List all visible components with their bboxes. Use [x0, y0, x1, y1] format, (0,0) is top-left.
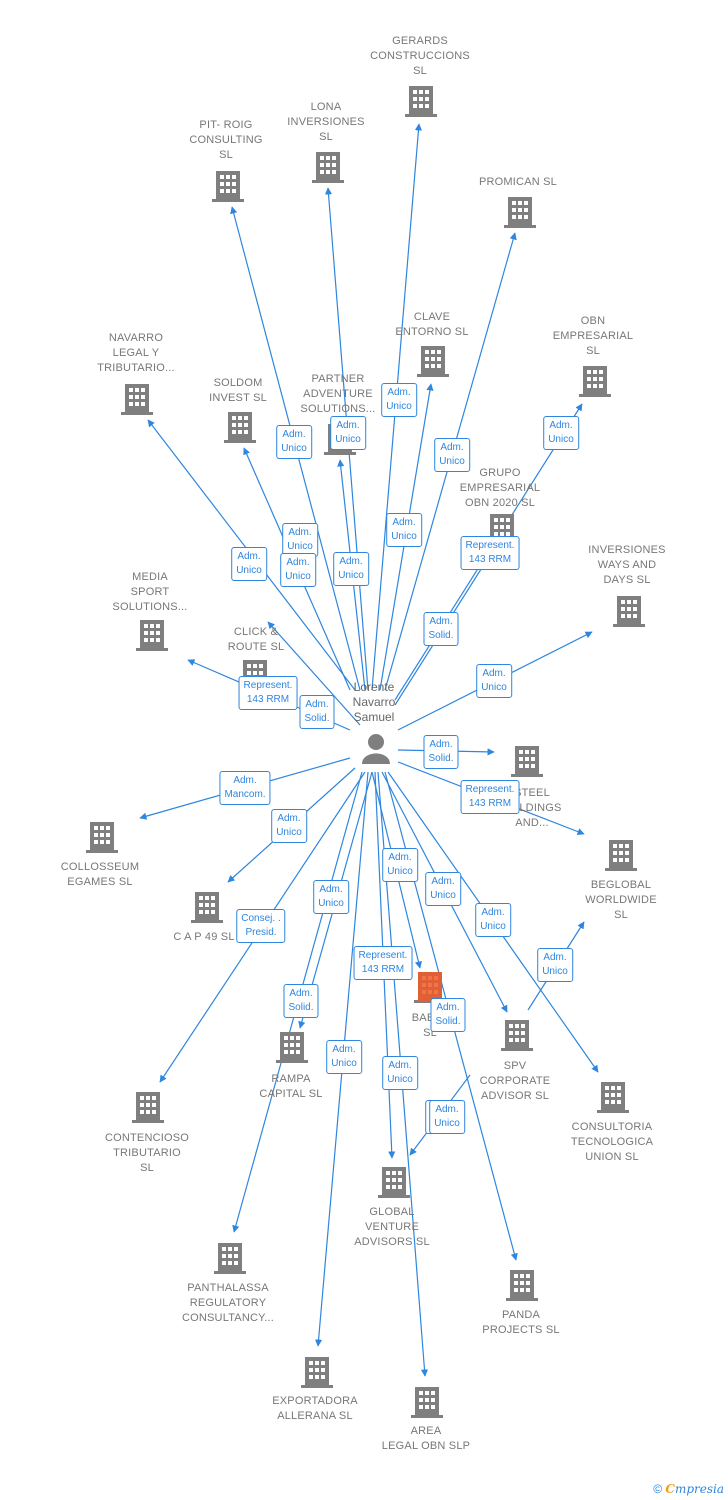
- company-label-gerards[interactable]: GERARDS CONSTRUCCIONS SL: [370, 35, 470, 77]
- role-badge[interactable]: Adm. Mancom.: [219, 771, 271, 805]
- role-badge[interactable]: Adm. Unico: [282, 523, 318, 557]
- company-label-lona[interactable]: LONA INVERSIONES SL: [287, 101, 365, 143]
- company-label-consultoria[interactable]: CONSULTORIA TECNOLOGICA UNION SL: [570, 1121, 654, 1163]
- role-badge[interactable]: Adm. Unico: [381, 383, 417, 417]
- company-label-obnemp[interactable]: OBN EMPRESARIAL SL: [552, 315, 634, 357]
- company-label-rampa[interactable]: RAMPA CAPITAL SL: [259, 1073, 323, 1100]
- person-icon: [362, 734, 390, 764]
- company-label-promican[interactable]: PROMICAN SL: [479, 176, 557, 188]
- footer-brand: © Cmpresia: [653, 1482, 724, 1496]
- copyright-icon: ©: [653, 1482, 663, 1496]
- building-icon[interactable]: [411, 1387, 443, 1418]
- company-label-exportadora[interactable]: EXPORTADORA ALLERANA SL: [272, 1395, 358, 1422]
- role-badge[interactable]: Adm. Unico: [333, 552, 369, 586]
- building-icon[interactable]: [506, 1270, 538, 1301]
- company-label-beglobal[interactable]: BEGLOBAL WORLDWIDE SL: [585, 879, 657, 921]
- person-name[interactable]: Lorente Navarro Samuel: [352, 680, 396, 724]
- role-badge[interactable]: Adm. Solid.: [299, 695, 335, 729]
- role-badge[interactable]: Adm. Unico: [475, 903, 511, 937]
- role-badge[interactable]: Adm. Unico: [276, 425, 312, 459]
- building-icon[interactable]: [191, 892, 223, 923]
- building-icon[interactable]: [605, 840, 637, 871]
- company-label-media[interactable]: MEDIA SPORT SOLUTIONS...: [112, 571, 188, 613]
- building-icon[interactable]: [501, 1020, 533, 1051]
- company-label-cap49[interactable]: C A P 49 SL: [173, 931, 235, 943]
- building-icon[interactable]: [511, 746, 543, 777]
- building-icon[interactable]: [417, 346, 449, 377]
- company-label-panda[interactable]: PANDA PROJECTS SL: [482, 1309, 560, 1336]
- building-icon[interactable]: [121, 384, 153, 415]
- role-badge[interactable]: Adm. Unico: [231, 547, 267, 581]
- role-badge[interactable]: Represent. 143 RRM: [353, 946, 413, 980]
- role-badge[interactable]: Adm. Unico: [313, 880, 349, 914]
- role-badge[interactable]: Adm. Unico: [425, 872, 461, 906]
- building-icon[interactable]: [86, 822, 118, 853]
- company-label-global[interactable]: GLOBAL VENTURE ADVISORS SL: [354, 1206, 430, 1248]
- role-badge[interactable]: Adm. Unico: [429, 1100, 465, 1134]
- role-badge[interactable]: Represent. 143 RRM: [460, 536, 520, 570]
- building-icon[interactable]: [597, 1082, 629, 1113]
- role-badge[interactable]: Adm. Unico: [326, 1040, 362, 1074]
- role-badge[interactable]: Adm. Solid.: [423, 735, 459, 769]
- company-label-contencioso[interactable]: CONTENCIOSO TRIBUTARIO SL: [104, 1132, 190, 1174]
- building-icon[interactable]: [132, 1092, 164, 1123]
- company-label-soldom[interactable]: SOLDOM INVEST SL: [209, 377, 267, 404]
- building-icon[interactable]: [312, 152, 344, 183]
- edge-line-12: [267, 621, 361, 726]
- role-badge[interactable]: Adm. Unico: [280, 553, 316, 587]
- company-label-panthalassa[interactable]: PANTHALASSA REGULATORY CONSULTANCY...: [181, 1282, 275, 1324]
- role-badge[interactable]: Represent. 143 RRM: [238, 676, 298, 710]
- role-badge[interactable]: Adm. Unico: [476, 664, 512, 698]
- company-label-area[interactable]: AREA LEGAL OBN SLP: [381, 1425, 471, 1452]
- highlighted-company-icon[interactable]: [418, 972, 442, 1002]
- role-badge[interactable]: Adm. Unico: [434, 438, 470, 472]
- nodes: [86, 86, 645, 1418]
- building-icon[interactable]: [613, 596, 645, 627]
- company-label-collosseum[interactable]: COLLOSSEUM EGAMES SL: [60, 861, 140, 888]
- role-badge[interactable]: Adm. Unico: [271, 809, 307, 843]
- role-badge[interactable]: Adm. Unico: [382, 848, 418, 882]
- building-icon[interactable]: [136, 620, 168, 651]
- role-badge[interactable]: Adm. Unico: [330, 416, 366, 450]
- role-badge[interactable]: Consej. . Presid.: [236, 909, 286, 943]
- company-label-spv[interactable]: SPV CORPORATE ADVISOR SL: [479, 1060, 551, 1102]
- company-label-partner[interactable]: PARTNER ADVENTURE SOLUTIONS...: [300, 373, 376, 415]
- company-label-navarro[interactable]: NAVARRO LEGAL Y TRIBUTARIO...: [97, 332, 175, 374]
- building-icon[interactable]: [224, 412, 256, 443]
- role-badge[interactable]: Adm. Unico: [382, 1056, 418, 1090]
- role-badge[interactable]: Adm. Unico: [386, 513, 422, 547]
- building-icon[interactable]: [405, 86, 437, 117]
- company-label-grupo[interactable]: GRUPO EMPRESARIAL OBN 2020 SL: [459, 467, 541, 509]
- role-badge[interactable]: Adm. Solid.: [283, 984, 319, 1018]
- building-icon[interactable]: [212, 171, 244, 202]
- role-badge[interactable]: Adm. Unico: [543, 416, 579, 450]
- building-icon[interactable]: [378, 1167, 410, 1198]
- company-label-click[interactable]: CLICK & ROUTE SL: [227, 626, 285, 653]
- building-icon[interactable]: [301, 1357, 333, 1388]
- role-badge[interactable]: Adm. Solid.: [423, 612, 459, 646]
- building-icon[interactable]: [276, 1032, 308, 1063]
- company-label-inversiones[interactable]: INVERSIONES WAYS AND DAYS SL: [588, 544, 666, 586]
- building-icon[interactable]: [504, 197, 536, 228]
- empresia-logo[interactable]: Cmpresia: [665, 1482, 724, 1496]
- company-label-pitroig[interactable]: PIT- ROIG CONSULTING SL: [189, 119, 263, 161]
- building-icon[interactable]: [214, 1243, 246, 1274]
- role-badge[interactable]: Adm. Solid.: [430, 998, 466, 1032]
- role-badge[interactable]: Adm. Unico: [537, 948, 573, 982]
- role-badge[interactable]: Represent. 143 RRM: [460, 780, 520, 814]
- building-icon[interactable]: [579, 366, 611, 397]
- company-label-clave[interactable]: CLAVE ENTORNO SL: [395, 311, 469, 338]
